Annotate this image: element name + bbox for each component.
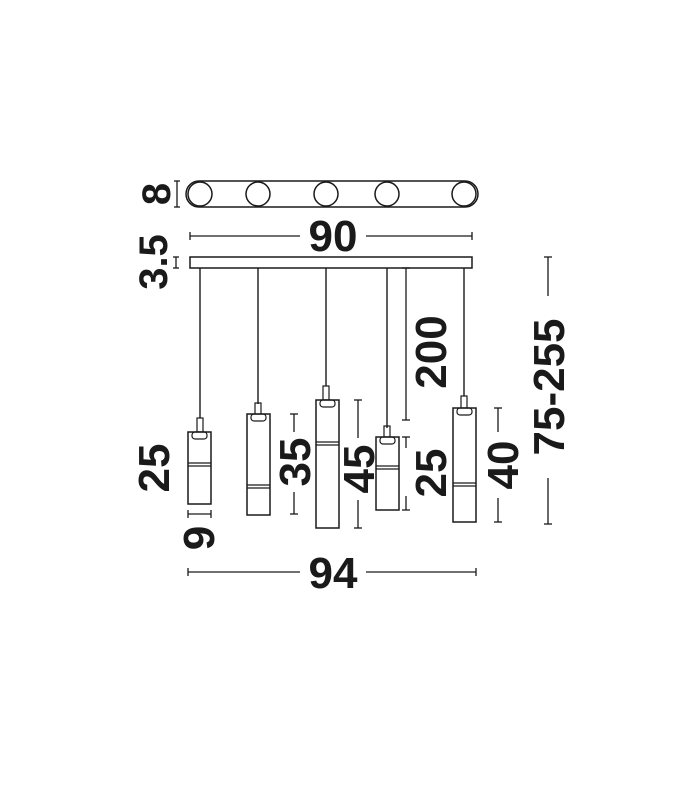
top-view-mount (374, 181, 400, 207)
plate-length-label: 90 (309, 212, 358, 261)
shade2-height-label: 35 (271, 438, 320, 487)
shade4-height-label: 25 (407, 449, 456, 498)
shade5-height-label: 40 (479, 441, 528, 490)
canopy-bar (189, 256, 473, 269)
pendant-shade-4 (375, 425, 400, 511)
shade-connector (196, 417, 204, 433)
shade3-height-dim: 45 (335, 399, 384, 529)
canopy-height-dim: 3.5 (132, 234, 179, 290)
shade-cap (250, 413, 267, 422)
overall-width-label: 94 (309, 549, 358, 598)
shade-diameter-dim: 9 (175, 510, 224, 550)
shade-diameter-label: 9 (175, 526, 224, 550)
top-view-mount (313, 181, 339, 207)
cable-length-label: 200 (407, 315, 456, 388)
top-view: 8 (135, 180, 479, 208)
shade-connector (460, 395, 468, 410)
shade1-height-label: 25 (130, 444, 179, 493)
shade-connector (254, 402, 262, 416)
top-view-mount (245, 181, 271, 207)
top-view-plate (185, 180, 479, 208)
overall-width-dim: 94 (187, 549, 477, 598)
pendant-shade-1 (187, 417, 212, 505)
canopy-height-label: 3.5 (132, 234, 176, 290)
shade-cap (319, 399, 336, 408)
shade-body (187, 431, 212, 505)
shade5-height-dim: 40 (479, 407, 528, 523)
shade3-height-label: 45 (335, 445, 384, 494)
pendant-shade-2 (246, 402, 271, 516)
pendant-shade-3 (315, 385, 340, 529)
pendant-shade-5 (452, 395, 477, 523)
total-height-dim: 75-255 (525, 256, 574, 525)
cables (199, 268, 465, 428)
shade-cap (456, 407, 473, 416)
shade1-height-dim: 25 (130, 444, 179, 493)
shade-cap (191, 431, 208, 440)
shade-cap (379, 436, 396, 445)
cable-length-dim: 200 (402, 267, 456, 421)
top-view-mount (187, 181, 213, 207)
shade-connector (322, 385, 330, 401)
plate-depth-label: 8 (135, 183, 179, 205)
shade-body (246, 413, 271, 516)
total-height-label: 75-255 (525, 318, 574, 455)
top-view-mount (451, 181, 477, 207)
shade2-height-dim: 35 (271, 413, 320, 515)
shade4-height-dim: 25 (402, 436, 456, 511)
shade-body (452, 407, 477, 523)
plate-length-dim: 90 (189, 212, 473, 261)
